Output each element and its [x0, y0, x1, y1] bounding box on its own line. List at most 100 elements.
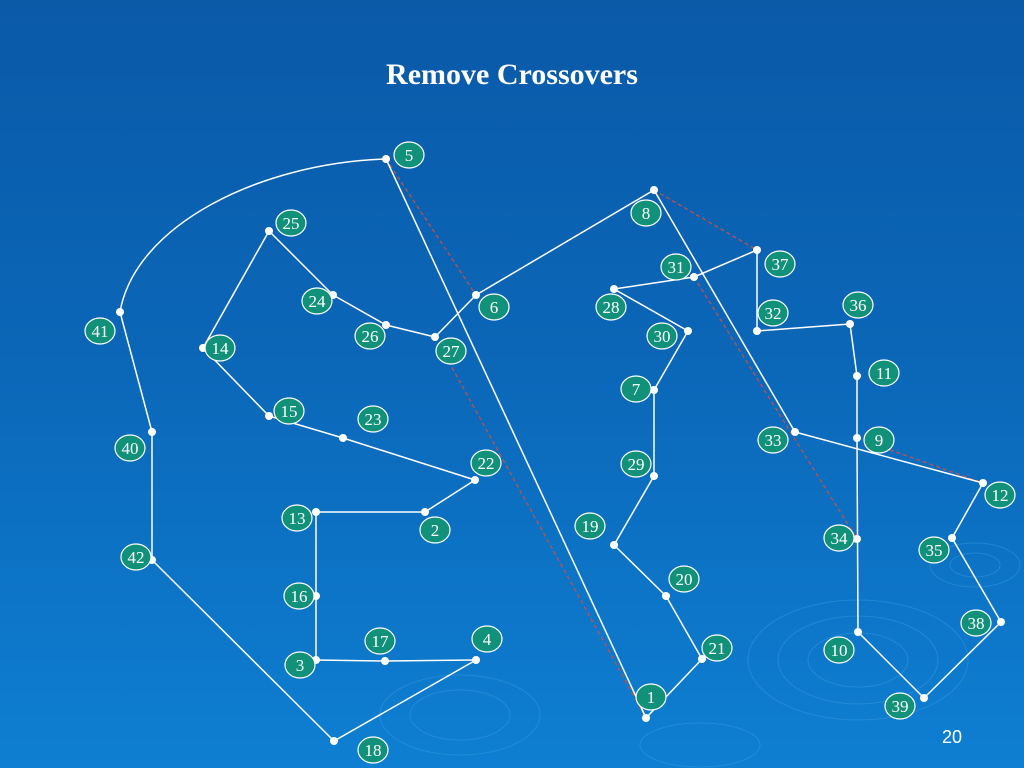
node-label-text: 19	[582, 517, 599, 536]
node-label-text: 10	[831, 641, 848, 660]
node-13	[312, 508, 320, 516]
node-badge	[275, 209, 307, 237]
node-label-2: 2	[419, 516, 451, 544]
node-18	[330, 737, 338, 745]
node-label-text: 7	[632, 380, 641, 399]
node-badge	[283, 582, 315, 610]
tour-edge-36-32	[756, 323, 851, 332]
node-label-text: 2	[431, 521, 440, 540]
tour-edge-28-30	[613, 288, 689, 332]
node-9	[853, 434, 861, 442]
node-label-text: 40	[122, 439, 139, 458]
node-label-5: 5	[393, 141, 425, 169]
tour-edge-42-18	[151, 559, 335, 742]
tour-edge-22-23	[342, 437, 476, 481]
tour-edge-11-36	[849, 323, 858, 377]
node-37	[753, 246, 761, 254]
node-label-text: 37	[772, 255, 790, 274]
node-badge	[630, 199, 662, 227]
node-label-text: 22	[478, 454, 495, 473]
node-label-10: 10	[823, 636, 855, 664]
tour-edge-27-6	[434, 294, 477, 338]
node-badge	[574, 512, 606, 540]
node-label-text: 23	[365, 410, 382, 429]
node-19	[610, 541, 618, 549]
node-label-text: 13	[289, 509, 306, 528]
node-10	[854, 628, 862, 636]
node-38	[997, 618, 1005, 626]
removed-edge-8-37	[653, 189, 758, 251]
node-label-18: 18	[357, 736, 389, 764]
node-29	[650, 472, 658, 480]
node-label-4: 4	[471, 625, 503, 653]
node-label-text: 11	[876, 364, 892, 383]
node-dots	[116, 155, 1005, 745]
node-badge	[357, 405, 389, 433]
tour-edge-41-40	[119, 311, 153, 433]
node-badge	[419, 516, 451, 544]
node-badge	[960, 609, 992, 637]
node-label-36: 36	[842, 291, 874, 319]
node-1	[642, 714, 650, 722]
node-30	[684, 327, 692, 335]
node-label-8: 8	[630, 199, 662, 227]
node-badge	[595, 293, 627, 321]
node-label-text: 28	[603, 298, 620, 317]
node-label-text: 1	[647, 688, 656, 707]
node-badge	[646, 322, 678, 350]
node-label-21: 21	[701, 634, 733, 662]
tour-edge-26-27	[385, 324, 436, 338]
node-badge	[471, 625, 503, 653]
node-badge	[273, 397, 305, 425]
page-number: 20	[941, 727, 962, 747]
node-17	[381, 657, 389, 665]
node-label-9: 9	[863, 426, 895, 454]
node-5	[382, 155, 390, 163]
node-39	[920, 694, 928, 702]
node-badge	[84, 317, 116, 345]
node-labels: 1234567891011121314151617181920212223242…	[84, 141, 1016, 764]
node-27	[431, 333, 439, 341]
node-label-32: 32	[757, 299, 789, 327]
node-label-22: 22	[470, 449, 502, 477]
node-20	[662, 592, 670, 600]
node-label-text: 26	[362, 327, 379, 346]
node-label-42: 42	[120, 543, 152, 571]
tour-edge-10-9	[856, 437, 859, 633]
node-label-40: 40	[114, 434, 146, 462]
node-badge	[284, 651, 316, 679]
node-label-26: 26	[354, 322, 386, 350]
node-badge	[354, 322, 386, 350]
node-label-text: 17	[372, 632, 390, 651]
tour-edge-30-7	[653, 330, 689, 391]
node-label-text: 20	[676, 570, 693, 589]
tour-edge-39-10	[857, 631, 925, 699]
node-label-text: 38	[968, 614, 985, 633]
tour-edge-14-25	[202, 230, 270, 349]
node-label-text: 30	[654, 327, 671, 346]
tour-edge-29-19	[613, 475, 655, 546]
node-8	[650, 186, 658, 194]
node-12	[979, 479, 987, 487]
tour-edge-1-5	[385, 158, 647, 719]
node-badge	[114, 434, 146, 462]
node-badge	[823, 524, 855, 552]
node-label-text: 34	[831, 529, 849, 548]
node-40	[148, 428, 156, 436]
node-label-1: 1	[635, 683, 667, 711]
tour-edge-35-38	[951, 537, 1002, 623]
node-label-text: 18	[365, 741, 382, 760]
tour-edge-19-20	[613, 544, 667, 597]
tour-edge-37-31	[693, 249, 758, 278]
node-label-20: 20	[668, 565, 700, 593]
node-label-text: 41	[92, 322, 109, 341]
node-36	[846, 320, 854, 328]
node-label-text: 6	[490, 298, 499, 317]
tour-edge-2-22	[424, 479, 476, 513]
removed-edge-31-34	[693, 276, 858, 540]
node-badge	[757, 299, 789, 327]
node-label-24: 24	[301, 287, 333, 315]
node-label-33: 33	[757, 426, 789, 454]
node-35	[948, 534, 956, 542]
node-label-text: 42	[128, 548, 145, 567]
